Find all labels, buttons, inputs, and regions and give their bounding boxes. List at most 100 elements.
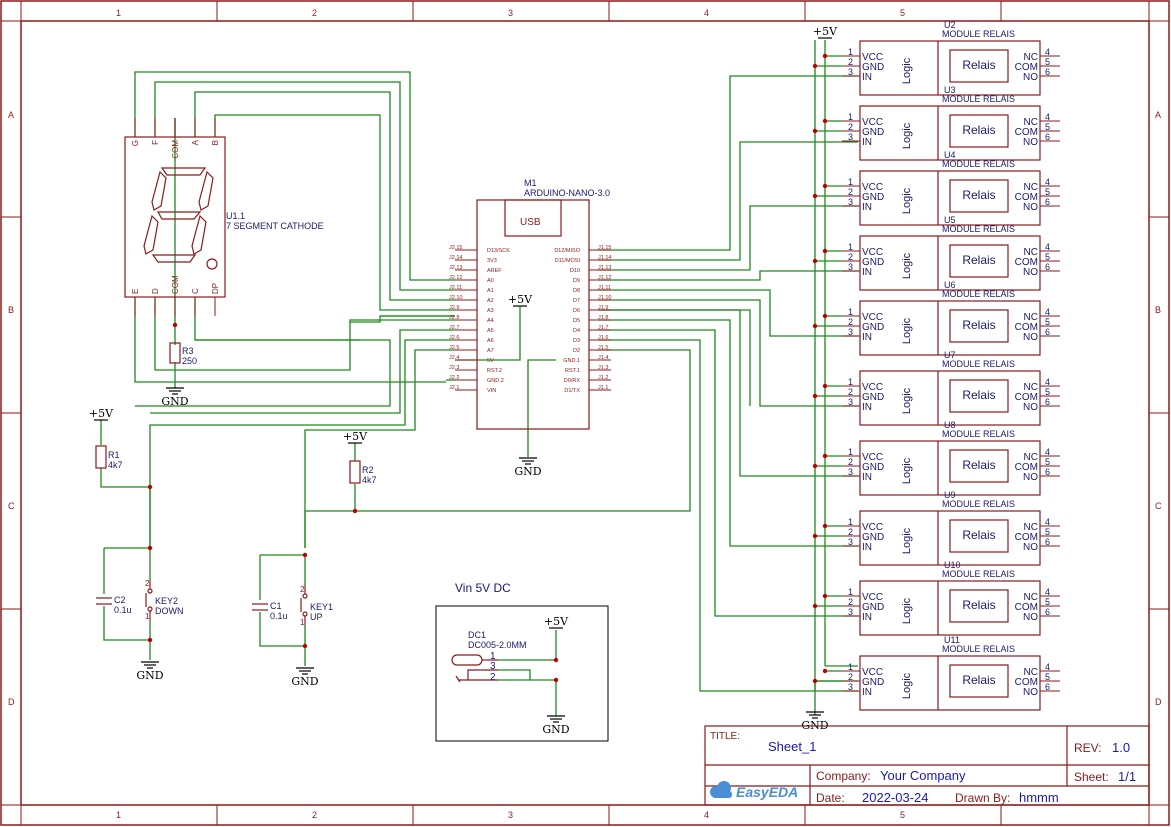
mcu-left-pin-func-1: 3V3 [487, 258, 497, 264]
relay-pin-num-U3-4: 5 [1045, 122, 1050, 132]
relay-pin-num-U8-1: 2 [848, 457, 853, 467]
sheet-label: Sheet: [1074, 770, 1109, 784]
r3-value: 250 [182, 356, 197, 366]
mcu-left-pin-func-6: A3 [487, 308, 494, 314]
relay-pin-num-U3-0: 1 [848, 112, 853, 122]
mcu-left-pin-num-13: J2.2 [449, 375, 459, 381]
display-ref: U1.1 [226, 211, 245, 221]
mcu-left-pin-func-3: A0 [487, 278, 494, 284]
c2-value: 0.1u [114, 605, 132, 615]
frame-col-top-4: 4 [704, 8, 709, 18]
relay-logic-label-U10: Logic [901, 597, 913, 624]
relay-ref-U9: U9 [944, 490, 956, 500]
relay-pin-num-U3-3: 4 [1045, 112, 1050, 122]
relay-gnd-label-U2: GND [862, 62, 884, 73]
c2-ref: C2 [114, 595, 126, 605]
relay-relais-label-U9: Relais [962, 528, 995, 542]
relay-pin-num-U11-0: 1 [848, 662, 853, 672]
relay-module-label-U7: MODULE RELAIS [942, 359, 1015, 369]
display-top-pin-1: F [151, 140, 160, 145]
relay-pin-num-U6-0: 1 [848, 307, 853, 317]
dc-title: Vin 5V DC [455, 581, 511, 595]
date-value: 2022-03-24 [862, 790, 929, 805]
relay-in-label-U8: IN [862, 472, 872, 483]
display-top-pin-3: A [191, 139, 200, 145]
relay-com-label-U7: COM [1015, 392, 1038, 403]
mcu-right-pin-num-12: J1.3 [598, 365, 608, 371]
relay-no-label-U7: NO [1023, 402, 1038, 413]
relay-in-label-U2: IN [862, 72, 872, 83]
relay-module-label-U4: MODULE RELAIS [942, 159, 1015, 169]
display-top-pin-2: COM [171, 140, 180, 159]
drawn-value: hmmm [1019, 790, 1059, 805]
mcu-right-pin-func-13: D0/RX [564, 378, 581, 384]
mcu-right-pin-func-2: D10 [570, 268, 580, 274]
frame-col-top-2: 2 [312, 8, 317, 18]
relay-logic-label-U3: Logic [901, 122, 913, 149]
relay-gnd-label-U8: GND [862, 462, 884, 473]
gnd-symbol: GND [291, 675, 318, 688]
frame-col-top-5: 5 [900, 8, 905, 18]
mcu-right-pin-num-6: J1.9 [598, 305, 608, 311]
mcu-left-pin-func-11: 5V [487, 358, 494, 364]
mcu-left-pin-num-11: J2.4 [449, 355, 459, 361]
mcu-right-pin-func-6: D6 [573, 308, 580, 314]
frame-row-left-B: B [8, 305, 14, 315]
relay-relais-label-U2: Relais [962, 58, 995, 72]
mcu-left-pin-func-5: A2 [487, 298, 494, 304]
relay-logic-label-U2: Logic [901, 57, 913, 84]
display-name: 7 SEGMENT CATHODE [226, 221, 324, 231]
relay-no-label-U8: NO [1023, 472, 1038, 483]
relay-nc-label-U6: NC [1024, 312, 1038, 323]
relay-pin-num-U7-2: 3 [848, 397, 853, 407]
frame-col-bottom-1: 1 [116, 810, 121, 820]
relay-vcc-label-U8: VCC [862, 452, 883, 463]
relay-pin-num-U9-2: 3 [848, 537, 853, 547]
mcu-right-pin-num-13: J1.2 [598, 375, 608, 381]
relay-module-label-U8: MODULE RELAIS [942, 429, 1015, 439]
relay-no-label-U4: NO [1023, 202, 1038, 213]
mcu-left-pin-func-8: A5 [487, 328, 494, 334]
mcu-right-pin-num-7: J1.8 [598, 315, 608, 321]
mcu-right-pin-num-10: J1.5 [598, 345, 608, 351]
r2-value: 4k7 [362, 475, 377, 485]
relay-nc-label-U11: NC [1024, 667, 1038, 678]
mcu-right-pin-num-11: J1.4 [598, 355, 608, 361]
relay-pin-num-U2-4: 5 [1045, 57, 1050, 67]
relay-pin-num-U4-3: 4 [1045, 177, 1050, 187]
relay-no-label-U5: NO [1023, 267, 1038, 278]
relay-in-label-U10: IN [862, 612, 872, 623]
frame-col-top-1: 1 [116, 8, 121, 18]
relay-pin-num-U4-1: 2 [848, 187, 853, 197]
relay-nc-label-U7: NC [1024, 382, 1038, 393]
relay-logic-label-U8: Logic [901, 457, 913, 484]
relay-no-label-U10: NO [1023, 612, 1038, 623]
relay-ref-U10: U10 [944, 560, 961, 570]
rev-value: 1.0 [1112, 740, 1130, 755]
mcu-left-pin-num-5: J2.10 [449, 295, 462, 301]
dc-name: DC005-2.0MM [468, 640, 527, 650]
relay-gnd-label-U5: GND [862, 257, 884, 268]
relay-pin-num-U4-4: 5 [1045, 187, 1050, 197]
mcu-left-pin-func-10: A7 [487, 348, 494, 354]
relay-ref-U7: U7 [944, 350, 956, 360]
relay-pin-num-U7-3: 4 [1045, 377, 1050, 387]
mcu-left-pin-func-14: VIN [487, 388, 496, 394]
relay-pin-num-U5-4: 5 [1045, 252, 1050, 262]
relay-pin-num-U2-1: 2 [848, 57, 853, 67]
relay-no-label-U11: NO [1023, 687, 1038, 698]
display-top-pin-4: B [211, 140, 220, 145]
relay-pin-num-U11-2: 3 [848, 682, 853, 692]
key2-name: DOWN [155, 606, 184, 616]
relay-in-label-U9: IN [862, 542, 872, 553]
relay-in-label-U7: IN [862, 402, 872, 413]
relay-pin-num-U4-2: 3 [848, 197, 853, 207]
frame-col-bottom-2: 2 [312, 810, 317, 820]
frame-col-top-3: 3 [508, 8, 513, 18]
relay-vcc-label-U3: VCC [862, 117, 883, 128]
mcu-left-pin-num-3: J2.12 [449, 275, 462, 281]
